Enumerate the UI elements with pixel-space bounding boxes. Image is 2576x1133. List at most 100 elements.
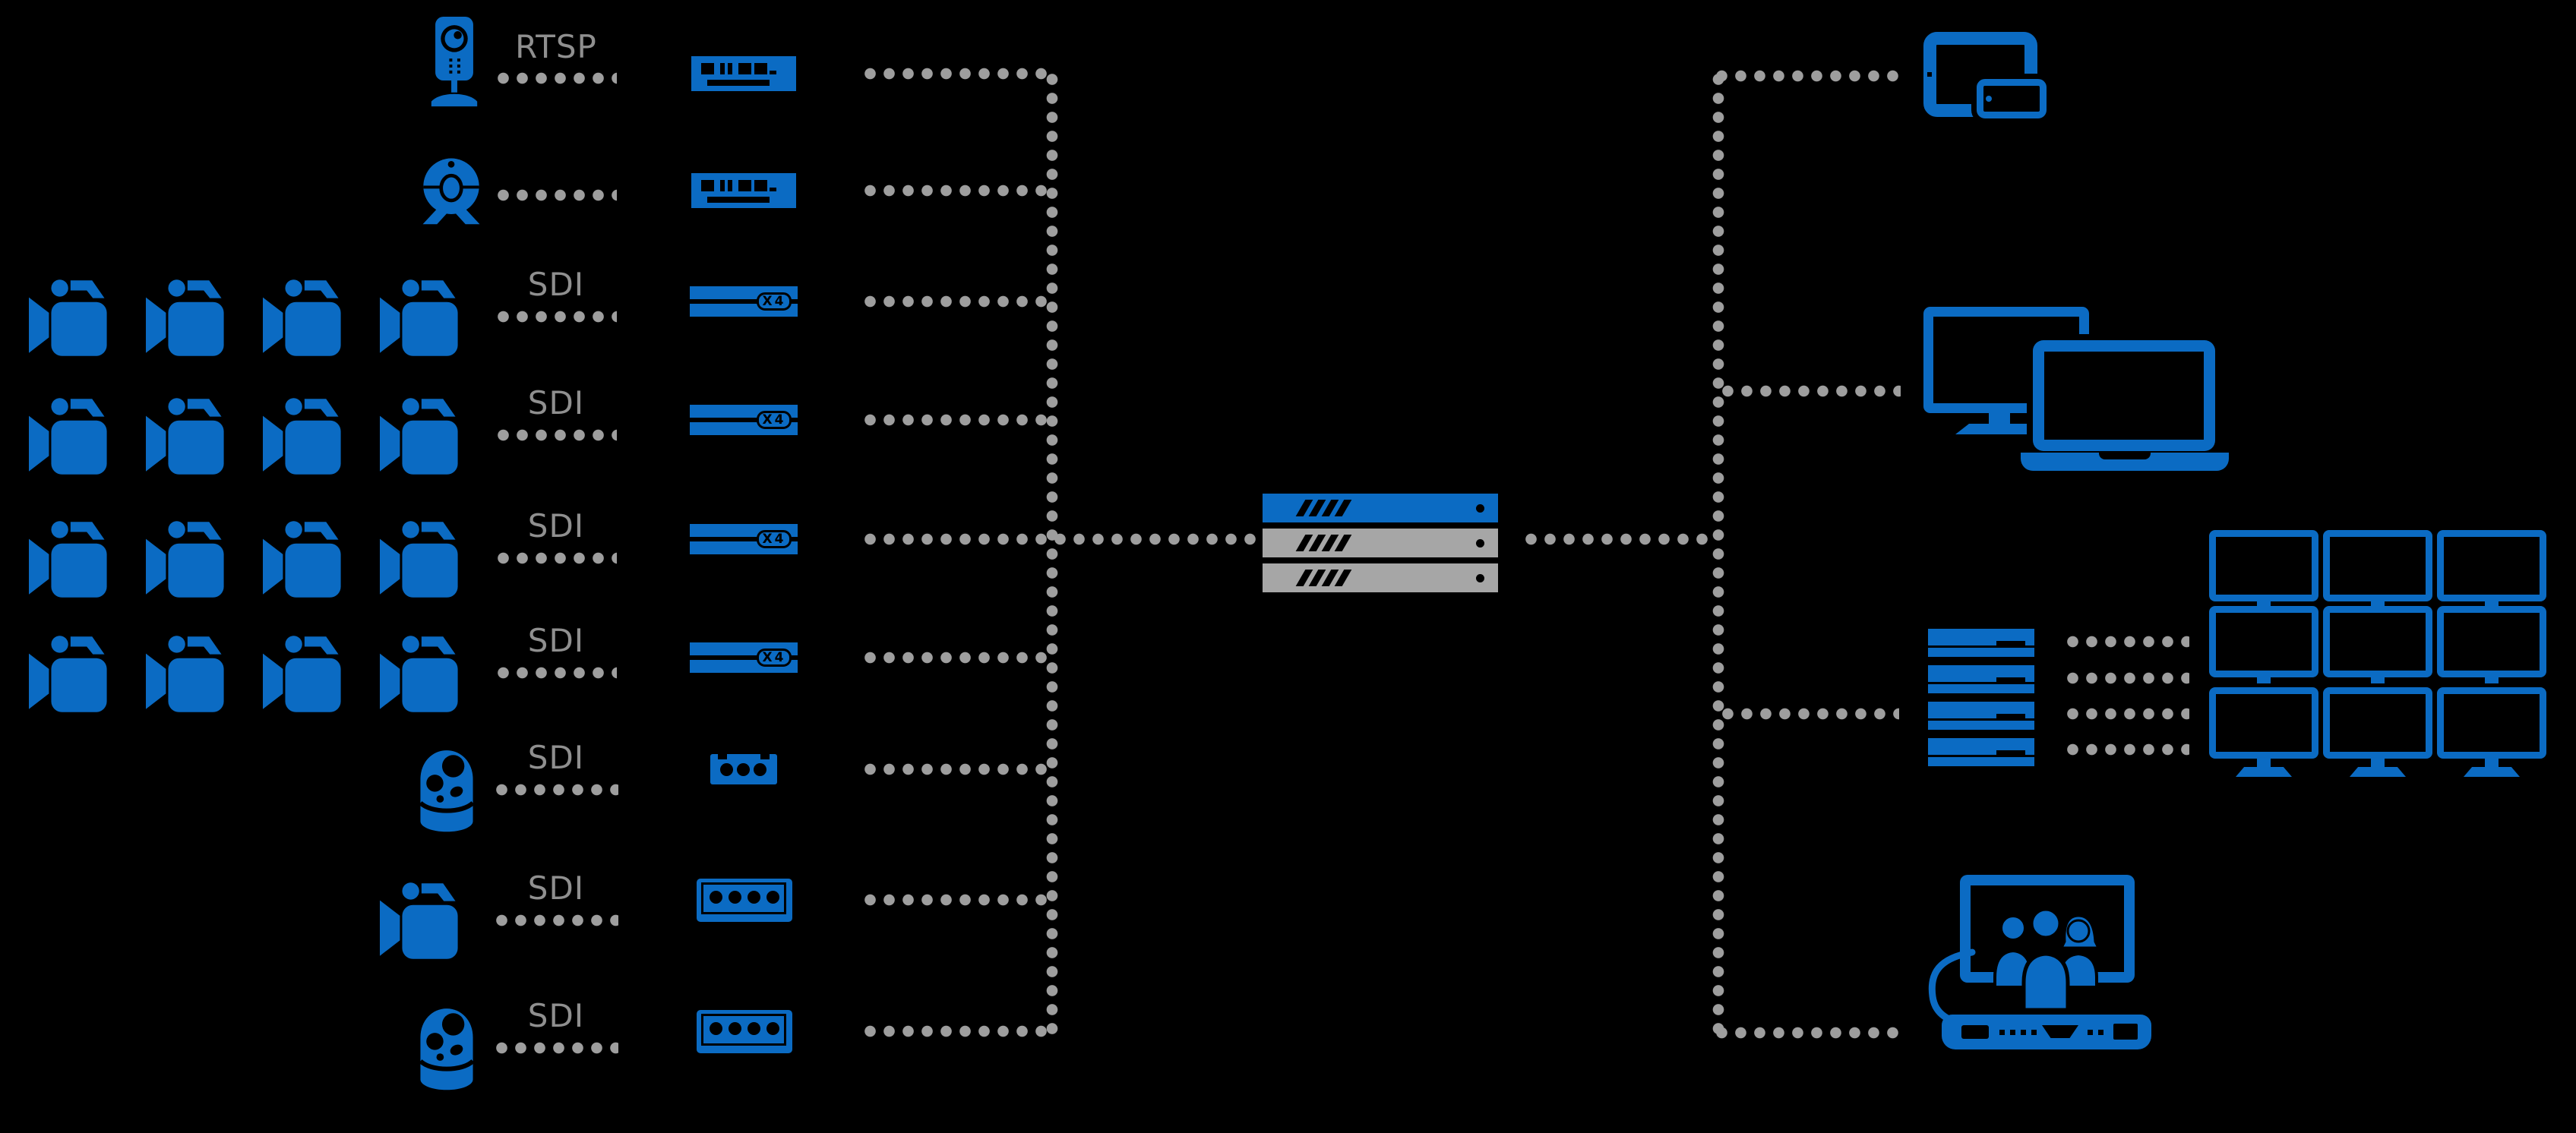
connector-bus-to-server [861,533,1259,545]
ip-camera-icon [422,17,486,112]
sdi-camera-icon [380,633,479,714]
server-unit-1 [1263,494,1498,522]
wall-monitor-neck [2485,601,2499,608]
monitor-stand-neck [1989,413,2010,424]
phone-camera-dot [1986,96,1992,102]
sdi-camera-icon [29,277,128,358]
sdi-camera-icon [29,396,128,476]
connector-row6-b [861,652,1048,664]
video-wall-monitor [2323,687,2432,759]
ptz-camera-icon [418,747,476,832]
connector-row7-b [861,763,1048,775]
video-wall-monitor [2209,530,2318,601]
connector-decoder-to-wall-2 [2063,672,2189,684]
decoder-unit-2 [1928,665,2034,693]
connector-row4-a [494,429,617,441]
decoder-unit-1 [1928,629,2034,657]
quad-encoder-row6: X4 [690,642,798,673]
conference-participants-icon [1993,907,2100,1011]
server-unit-2 [1263,529,1498,557]
wall-stand-neck [2485,759,2499,768]
tablet-camera-dot [1927,72,1932,77]
connector-branch-desktop [1718,385,1901,397]
protocol-label-sdi: SDI [527,622,585,659]
protocol-label-rtsp: RTSP [515,28,597,65]
sdi-camera-icon [263,633,362,714]
sdi-camera-icon [146,277,245,358]
wall-stand-base [2350,767,2406,777]
connector-server-to-bus [1522,533,1713,545]
connector-row4-b [861,414,1048,426]
quad-encoder-row5: X4 [690,524,798,554]
quad-encoder-row3: X4 [690,286,798,317]
sdi-camera-icon [380,277,479,358]
laptop-screen-icon [2033,340,2215,451]
connector-row8-a [492,914,618,926]
x4-badge: X4 [757,292,792,311]
capture-box-4port [697,1010,792,1053]
right-distribution-bus-line [1712,70,1724,1039]
decoder-unit-4 [1928,738,2034,766]
capture-box-3port [710,754,777,784]
connector-branch-decoders [1718,708,1899,720]
video-wall-monitor [2437,606,2546,677]
x4-badge: X4 [757,411,792,429]
connector-decoder-to-wall-1 [2063,636,2189,648]
quad-encoder-row4: X4 [690,405,798,435]
sdi-camera-icon [29,633,128,714]
connector-row7-a [492,784,618,796]
webcam-icon [413,156,489,226]
protocol-label-sdi: SDI [527,507,585,544]
monitor-stand-base [1955,424,2047,434]
protocol-label-sdi: SDI [527,997,585,1034]
camcorder-icon [380,880,479,961]
connector-row1-a [494,72,617,84]
sdi-camera-icon [263,519,362,599]
connector-row5-a [494,552,617,564]
sdi-camera-icon [146,633,245,714]
connector-row3-b [861,295,1048,308]
server-unit-3 [1263,563,1498,592]
video-wall-monitor [2323,606,2432,677]
wall-monitor-neck [2257,677,2271,683]
wall-monitor-neck [2485,677,2499,683]
x4-badge: X4 [757,649,792,667]
wall-monitor-neck [2371,677,2385,683]
connector-branch-mobile [1712,70,1904,82]
connector-row9-a [492,1042,618,1054]
ptz-camera-icon [418,1005,476,1090]
decoder-unit-3 [1928,702,2034,730]
video-wall-monitor [2437,530,2546,601]
video-wall-monitor [2209,687,2318,759]
wall-stand-base [2236,767,2292,777]
wall-stand-neck [2257,759,2271,768]
sdi-camera-icon [263,277,362,358]
wall-stand-neck [2371,759,2385,768]
wall-monitor-neck [2371,601,2385,608]
connector-row2-b [861,185,1048,197]
connector-row6-a [494,667,617,679]
laptop-base [2021,453,2229,471]
sdi-camera-icon [29,519,128,599]
connector-row1-b [861,68,1048,80]
protocol-label-sdi: SDI [527,384,585,421]
video-wall-monitor [2209,606,2318,677]
sdi-camera-icon [380,396,479,476]
wall-monitor-neck [2257,601,2271,608]
streaming-encoder-row1 [691,56,796,91]
left-aggregation-bus-line [1046,70,1058,1039]
connector-row9-b [861,1025,1048,1037]
connector-branch-conference [1712,1027,1904,1039]
protocol-label-sdi: SDI [527,266,585,303]
video-wall-monitor [2323,530,2432,601]
conference-codec-icon [1942,1015,2151,1049]
sdi-camera-icon [146,519,245,599]
connector-row3-a [494,311,617,323]
video-wall-monitor [2437,687,2546,759]
sdi-camera-icon [146,396,245,476]
streaming-encoder-row2 [691,173,796,208]
x4-badge: X4 [757,530,792,548]
protocol-label-sdi: SDI [527,869,585,907]
smartphone-icon [1977,79,2047,118]
